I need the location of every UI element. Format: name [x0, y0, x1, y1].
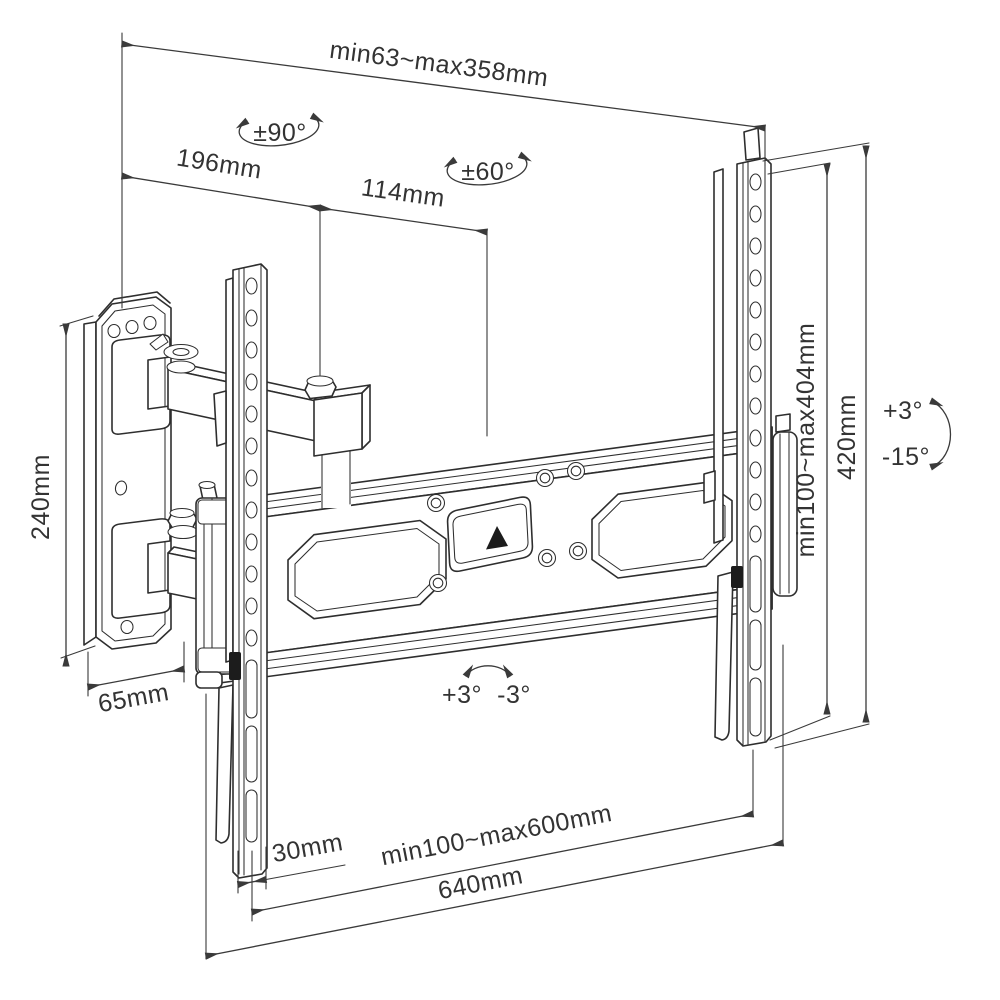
rotation-label: ±60° — [461, 158, 515, 186]
rotation-90-annotation: ±90° — [235, 112, 324, 147]
dim-label: min100~max600mm — [379, 799, 615, 871]
mount-hole — [143, 315, 157, 331]
rail-slots — [749, 555, 762, 737]
rail-clamp — [731, 566, 743, 588]
bracket-stud-top — [198, 480, 216, 490]
tilt-bolt-assembly — [304, 375, 371, 509]
rail-holes — [749, 173, 762, 543]
right-vesa-rail — [703, 127, 798, 747]
rail-hook-flange — [713, 168, 724, 544]
hinge-pivot-cap — [163, 343, 199, 361]
tilt-down-label: -15° — [882, 443, 930, 471]
crossbar — [211, 426, 773, 685]
dim-420: 420mm — [762, 142, 870, 749]
rail-body — [736, 157, 772, 747]
tilt-up-label: +3° — [883, 397, 923, 425]
dim-label: 420mm — [833, 394, 861, 480]
dim-label: 30mm — [270, 828, 345, 868]
level-minus-label: -3° — [497, 681, 531, 709]
level-annotation: +3° -3° — [442, 664, 531, 709]
top-hinge-bracket — [111, 334, 171, 435]
small-slot-hole — [114, 480, 128, 496]
rail-side-wing — [215, 684, 234, 844]
rail-clamp — [229, 652, 241, 680]
dim-label: 240mm — [27, 454, 55, 540]
dim-640: 640mm — [204, 644, 785, 960]
level-plus-label: +3° — [442, 681, 482, 709]
rail-body — [232, 263, 268, 879]
crossbar-ridge — [211, 440, 773, 517]
left-vesa-rail — [213, 263, 268, 879]
crossbar-ridge — [211, 433, 773, 510]
rail-top-tab — [743, 127, 761, 161]
crossbar-ridge — [211, 600, 773, 677]
rail-flange — [225, 277, 234, 663]
vesa-triangle-icon — [486, 526, 508, 550]
rail-holes — [245, 277, 258, 647]
block-front-face — [313, 392, 363, 457]
dim-label: 65mm — [96, 678, 171, 718]
dim-404: min100~max404mm — [767, 162, 831, 741]
post-mask — [321, 450, 351, 508]
crossbar-bolts — [426, 461, 588, 593]
rotation-label: ±90° — [253, 119, 307, 147]
endcap-hook — [775, 413, 791, 433]
tilt-annotation: +3° -15° — [882, 397, 951, 471]
rotation-60-annotation: ±60° — [443, 151, 532, 186]
dim-65: 65mm — [86, 641, 186, 718]
block-right-face — [361, 384, 371, 450]
wall-plate-top-face — [98, 291, 171, 317]
dim-label: 196mm — [175, 144, 264, 185]
lower-arm-assembly — [111, 507, 204, 619]
dim-240: 240mm — [27, 315, 96, 667]
rail-side-wing — [714, 571, 734, 741]
hex-bolt-top — [306, 375, 334, 387]
bottom-hinge-bracket — [111, 518, 171, 619]
hinge-pivot-center — [172, 347, 190, 357]
bracket-foot — [195, 671, 223, 689]
rail-hook-notch — [213, 390, 227, 447]
center-plate-inner — [452, 503, 529, 564]
dim-label: 114mm — [360, 173, 447, 212]
wall-plate-inner-outline — [101, 304, 166, 642]
lower-arm-front-face — [167, 552, 198, 600]
crossbar-ridge — [211, 592, 773, 669]
rail-hook-notch — [703, 470, 716, 504]
hex-nut-top — [169, 507, 195, 519]
mount-hole — [125, 319, 139, 335]
wall-plate-side-face — [83, 321, 97, 646]
dim-label: min63~max358mm — [328, 36, 550, 93]
left-cutout-inner — [294, 527, 440, 612]
mount-hole — [120, 619, 134, 635]
hinge-pivot-base — [166, 360, 196, 374]
top-hinge-tab — [149, 333, 169, 351]
mount-hole — [107, 323, 121, 339]
left-cutout-outer — [287, 519, 447, 620]
dim-label: min100~max404mm — [792, 323, 820, 558]
hinge-washer — [167, 524, 199, 540]
crossbar-endcap — [772, 431, 798, 597]
